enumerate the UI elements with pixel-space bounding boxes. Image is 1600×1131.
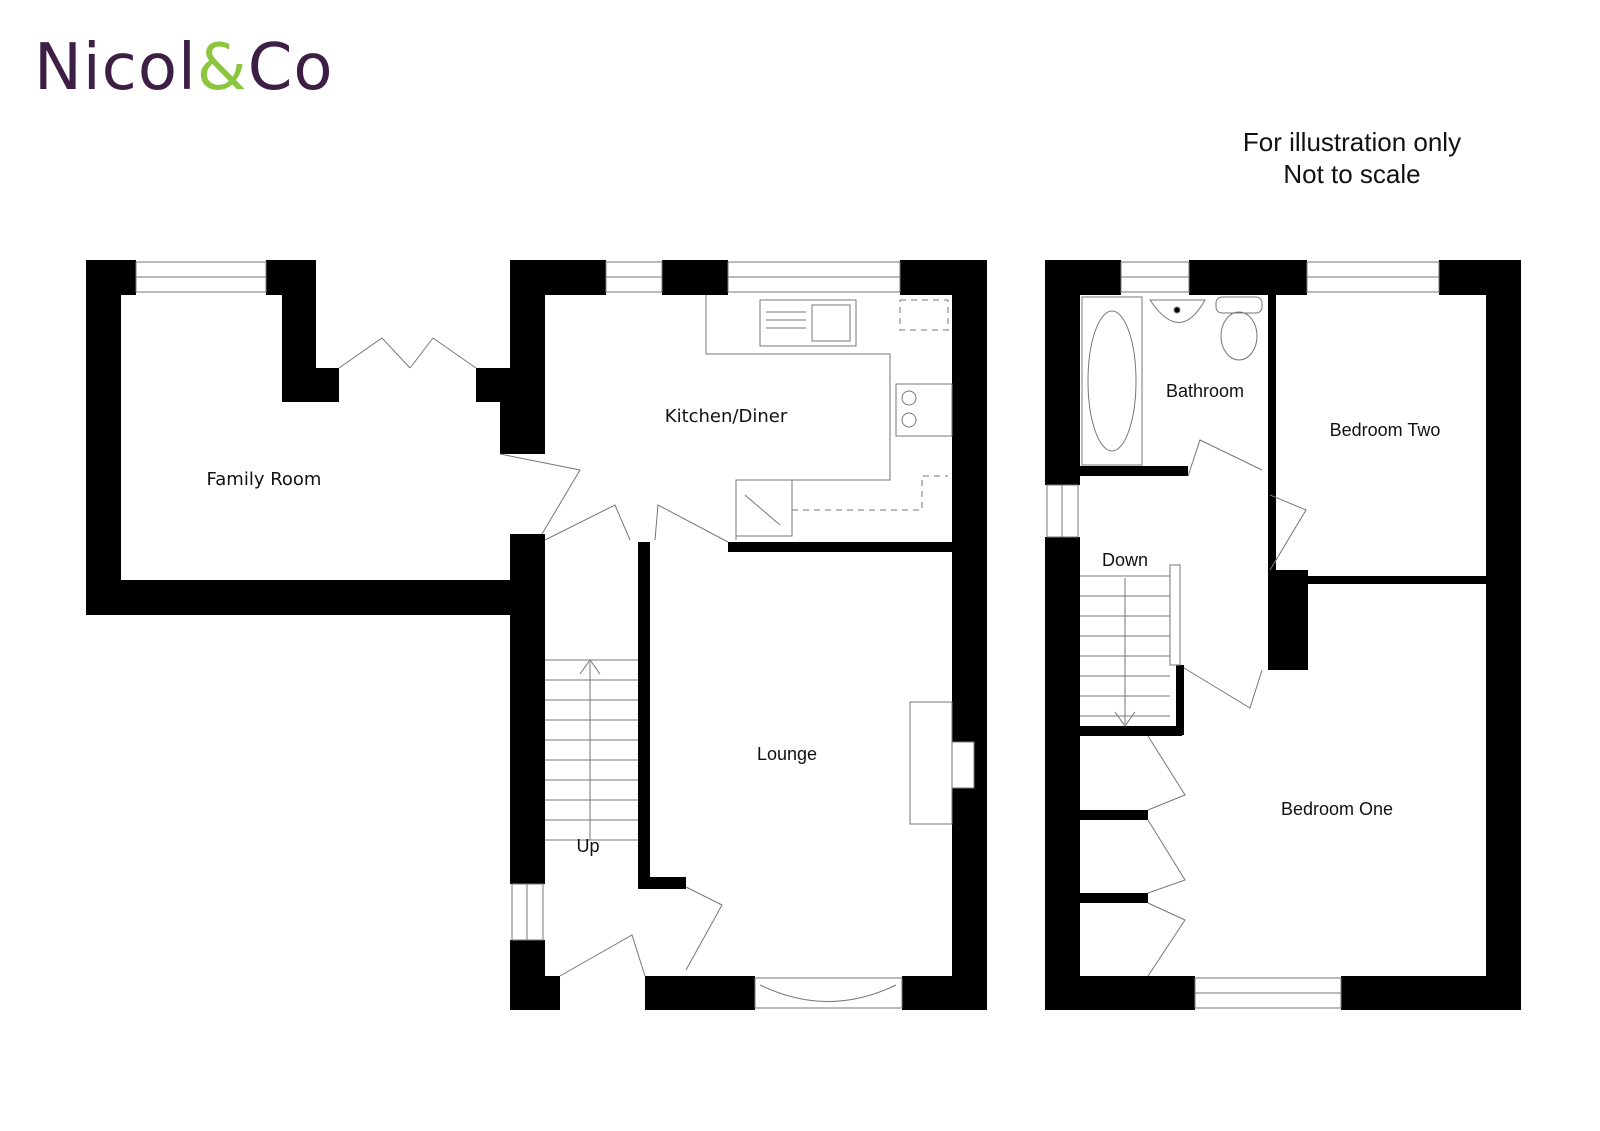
label-bedroom-one: Bedroom One [1281,799,1393,819]
door [1187,439,1263,477]
ground-floor-fittings [135,261,975,1009]
wall [662,260,728,295]
label-stairs-down: Down [1102,550,1148,570]
wall [1268,295,1276,575]
fireplace [951,741,975,789]
wall [1080,810,1148,820]
wall [1176,665,1184,735]
wall [1268,576,1494,584]
wall [86,580,511,615]
wardrobe-door [1147,902,1186,977]
wall [952,260,987,1010]
ground-floor [86,260,987,1010]
door [499,453,581,535]
brand-name-left: Nicol [34,31,197,105]
label-stairs-up: Up [576,836,599,856]
first-floor [1045,260,1521,1010]
label-family-room: Family Room [207,469,322,490]
wall [1045,537,1080,1010]
wall [1080,893,1148,903]
door [544,504,631,541]
label-lounge: Lounge [757,744,817,764]
wall [510,976,560,1010]
sink-icon [759,299,857,347]
label-kitchen-diner: Kitchen/Diner [665,406,788,427]
wall [1045,260,1080,485]
brand-name-right: Co [247,31,334,105]
appliance-space [899,299,949,331]
banister [1169,564,1181,666]
first-floor-fittings [1046,261,1440,1009]
door [1183,667,1263,709]
wall [282,368,339,402]
appliance-space [792,475,948,511]
wall [1080,466,1188,476]
basin-icon [1149,299,1206,323]
wall [638,877,686,889]
wall [1045,976,1195,1010]
bath-icon [1081,296,1143,466]
wall [645,976,755,1010]
cooker-icon [895,383,953,437]
wall [638,542,650,887]
brand-ampersand: & [196,31,248,105]
wall [86,260,121,615]
front-door [559,934,646,977]
appliance-icon [735,479,793,537]
wardrobe-door [1147,735,1186,811]
disclaimer: For illustration only Not to scale [1192,126,1512,190]
stairs-up [545,659,638,841]
wall [1268,570,1308,670]
label-bedroom-two: Bedroom Two [1330,420,1441,440]
room-labels: Family Room Kitchen/Diner Lounge Up Bath… [207,381,1441,856]
disclaimer-line-2: Not to scale [1283,159,1421,189]
disclaimer-line-1: For illustration only [1242,127,1462,157]
wall [1189,260,1307,295]
wall [902,976,987,1010]
bay-window [754,977,903,1009]
door [1269,494,1307,571]
stairs-down [1080,564,1181,727]
label-bathroom: Bathroom [1166,381,1244,401]
wall [1486,260,1521,1010]
door [654,504,729,543]
toilet-icon [1215,296,1263,314]
wall [728,542,954,552]
wardrobe-door [1147,819,1186,894]
wall [510,534,545,884]
wall [510,260,545,454]
wall [1080,726,1182,736]
wall [1341,976,1521,1010]
brand-logo: Nicol&Co [34,36,334,100]
patio-door [338,337,411,369]
door [685,886,723,971]
chimney-breast [909,701,953,825]
